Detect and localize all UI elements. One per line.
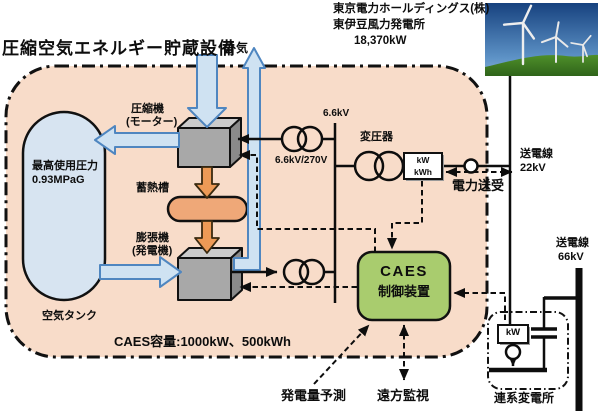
wind-turbine-icon — [502, 4, 536, 66]
grid-node-circle — [463, 158, 479, 174]
remote-monitoring-label: 遠方監視 — [377, 388, 430, 403]
controller-line2: 制御装置 — [377, 284, 430, 299]
air-pipe-to-expander-arrow — [99, 256, 182, 288]
expander-sublabel: (発電機) — [132, 245, 173, 257]
page-title: 圧縮空気エネルギー貯蔵設備 — [2, 39, 236, 58]
caes-capacity-note: CAES容量:1000kW、500kWh — [114, 334, 291, 349]
compressor-label: 圧縮機 — [131, 103, 164, 115]
caes-controller-box — [356, 250, 452, 322]
substation-meter-box — [497, 324, 530, 345]
control-line-to-compressor — [238, 150, 376, 252]
air-pipe-to-tank-arrow — [94, 125, 180, 155]
expander-box — [177, 247, 243, 301]
transformer-generator-icon — [282, 258, 326, 286]
heat-flow-arrow-expander — [194, 220, 220, 254]
control-line-from-meter — [387, 181, 423, 250]
substation-meter-label: kW — [505, 327, 521, 338]
control-line-from-substation-meter — [453, 288, 506, 320]
heat-flow-arrow-compressor — [194, 166, 220, 199]
transformer-ratio-label: 6.6kV/270V — [275, 155, 328, 166]
controller-line1: CAES — [380, 263, 428, 280]
meter-kwh-label: kWh — [414, 167, 432, 177]
air-tank-shape — [21, 110, 107, 302]
thermal-storage-label: 蓄熱槽 — [136, 182, 169, 194]
power-exchange-label: 電力送受 — [452, 178, 505, 193]
outside-air-label: 外気 — [224, 41, 249, 55]
tank-pressure-value: 0.93MPaG — [32, 174, 85, 186]
wind-turbine-icon — [540, 21, 569, 63]
substation-name-label: 連系変電所 — [494, 391, 555, 405]
wind-farm-company: 東京電力ホールディングス(株) — [333, 3, 490, 15]
expander-label: 膨張機 — [136, 232, 169, 244]
caes-controller-label: CAES 制御装置 — [358, 263, 450, 300]
line22-voltage: 22kV — [520, 162, 546, 174]
generation-forecast-label: 発電量予測 — [281, 388, 347, 403]
line66-voltage: 66kV — [558, 251, 584, 263]
wind-farm-plant: 東伊豆風力発電所 — [333, 19, 425, 31]
meter-kw-label: kW — [416, 155, 430, 165]
wind-farm-capacity: 18,370kW — [354, 35, 407, 47]
thermal-storage-shape — [166, 195, 249, 223]
line22-label: 送電線 — [520, 148, 553, 160]
wind-turbine-icon — [570, 34, 592, 63]
transformer-main-icon — [353, 150, 405, 182]
transformer-label: 変圧器 — [360, 131, 393, 143]
substation-boundary — [487, 311, 569, 390]
hill — [485, 54, 598, 76]
wind-farm-photo — [485, 3, 598, 76]
air-tank-label: 空気タンク — [42, 310, 97, 322]
bus-voltage-label: 6.6kV — [323, 108, 350, 119]
transformer-motor-icon — [280, 125, 324, 153]
power-meter-readout: kW kWh — [404, 154, 442, 178]
power-lines — [232, 76, 512, 325]
tank-pressure-label: 最高使用圧力 — [32, 160, 98, 172]
power-meter-box — [403, 152, 444, 181]
compressor-sublabel: (モーター) — [126, 116, 178, 128]
forecast-input-arrow — [313, 324, 370, 385]
air-intake-arrow — [187, 54, 227, 128]
substation-node-circle — [504, 343, 522, 361]
substation-lines — [489, 268, 583, 411]
line66-label: 送電線 — [556, 237, 589, 249]
